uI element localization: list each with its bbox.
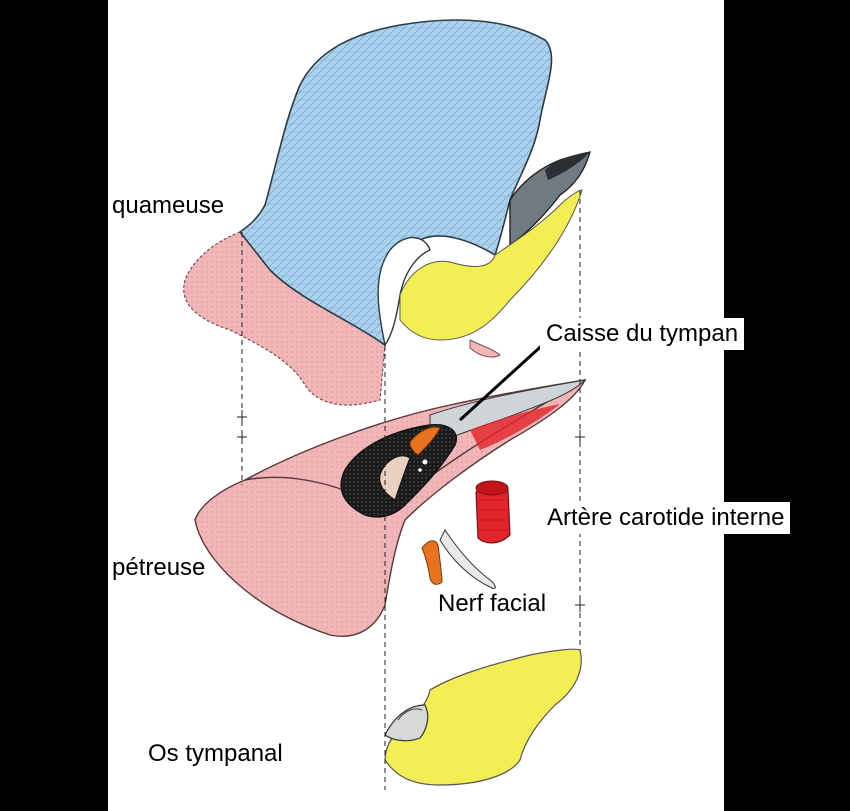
label-caisse-du-tympan: Caisse du tympan xyxy=(540,318,745,350)
label-nerf-facial: Nerf facial xyxy=(438,590,547,617)
zygomatic-process xyxy=(509,151,591,247)
styloid-process xyxy=(439,529,496,589)
facial-nerve xyxy=(421,540,443,585)
tympanic-bone xyxy=(384,648,582,786)
caisse-leader-line xyxy=(458,338,550,422)
label-squameuse: quameuse xyxy=(112,192,225,219)
label-artere-carotide-interne: Artère carotide interne xyxy=(541,502,791,534)
squamous-part xyxy=(183,19,591,406)
internal-carotid-artery xyxy=(475,480,511,544)
label-petreuse: pétreuse xyxy=(112,554,206,581)
squamous-yellow-region xyxy=(399,189,583,341)
petrous-part xyxy=(194,379,587,637)
squamous-curl xyxy=(377,236,431,347)
label-os-tympanal: Os tympanal xyxy=(148,740,283,767)
facial-nerve-canal xyxy=(409,426,441,456)
petrous-ridge xyxy=(429,379,587,446)
guide-crosses xyxy=(237,410,585,612)
